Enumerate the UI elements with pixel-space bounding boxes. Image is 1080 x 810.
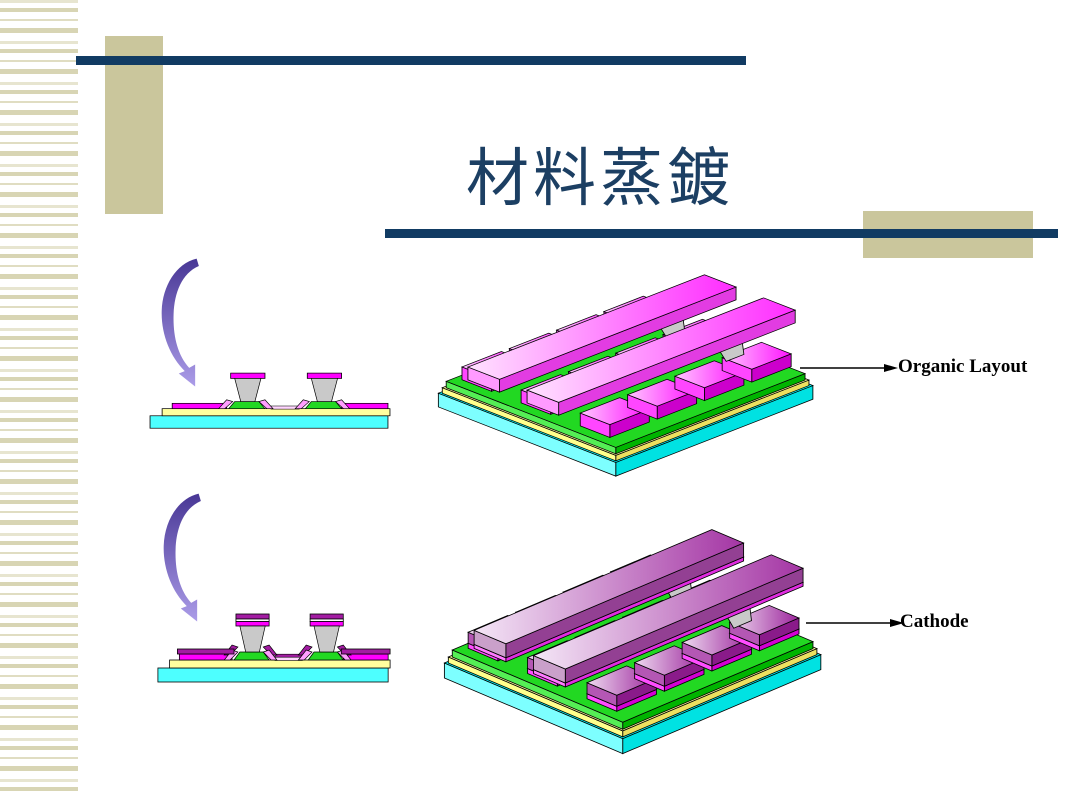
shadow-mask-cross-section-organic bbox=[149, 372, 391, 429]
shadow-mask-cross-section-cathode bbox=[157, 613, 391, 683]
organic-layout-pointer-arrow bbox=[800, 364, 898, 372]
arrowhead-icon bbox=[884, 364, 898, 372]
divider-rule-bar bbox=[385, 229, 1058, 238]
title-accent-block bbox=[105, 36, 163, 214]
cathode-label: Cathode bbox=[900, 611, 969, 632]
arrowhead-icon bbox=[890, 619, 904, 627]
oled-3d-cathode-diagram bbox=[443, 529, 822, 755]
cathode-pointer-arrow bbox=[806, 619, 904, 627]
deposition-curved-arrow-icon-top bbox=[161, 258, 199, 387]
slide-title: 材料蒸鍍 bbox=[466, 144, 734, 215]
deposition-curved-arrow-icon-bottom bbox=[163, 493, 201, 622]
title-rule-bar bbox=[76, 56, 746, 65]
organic-layout-label: Organic Layout bbox=[898, 356, 1028, 377]
striped-sidebar bbox=[0, 0, 78, 797]
oled-3d-organic-layout-diagram bbox=[437, 274, 814, 477]
